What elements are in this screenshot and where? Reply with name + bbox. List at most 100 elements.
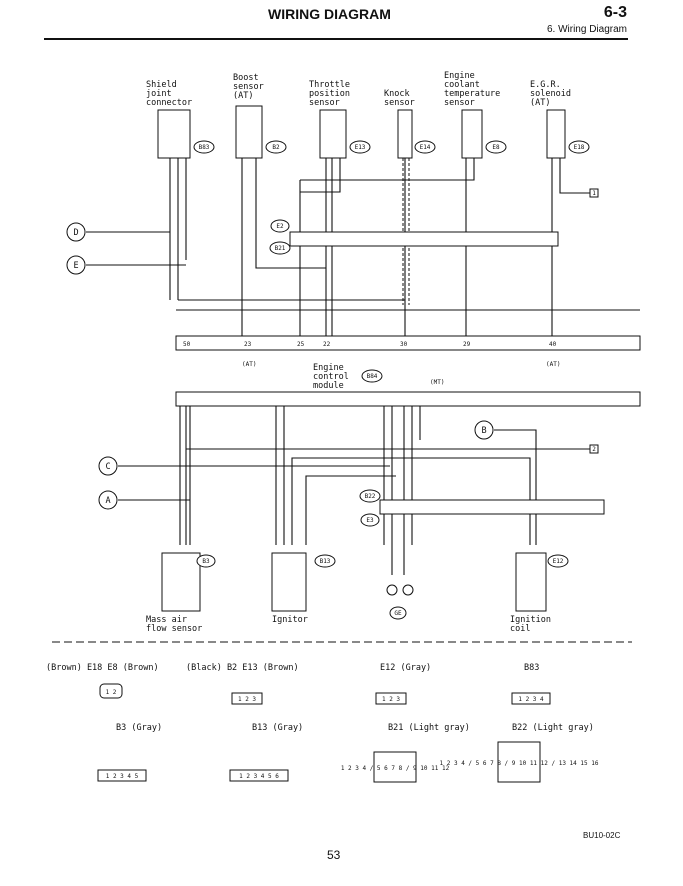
pins-b83: 1 2 3 4 [518,696,544,703]
connector-ge: GE [389,606,407,620]
page-number: 53 [327,848,341,862]
face-e12 [375,692,407,705]
knock-sensor-body [397,109,413,159]
connector-e14: E14 [414,140,436,154]
connector-bar-e2-b21 [289,231,559,247]
legend-b2-e13: (Black) B2 E13 (Brown) [186,663,299,673]
shield-connector-body [157,109,191,159]
connector-b84: B84 [361,369,383,383]
figure-code: BU10-02C [583,831,621,840]
ecm-pin-29: 29 [463,341,471,348]
shield-wires [169,158,187,300]
ref-d-e-wires [86,231,186,266]
svg-text:E18: E18 [574,144,585,151]
connector-e2: E2 [270,219,290,233]
svg-text:E14: E14 [420,144,431,151]
label-egr-solenoid: E.G.R.solenoid(AT) [530,80,571,108]
boost-sensor-body [235,105,263,159]
ecm-pin-23: 23 [244,341,252,348]
pins-b3: 1 2 3 4 5 [106,773,139,780]
face-b13 [229,769,289,782]
legend-b13: B13 (Gray) [252,723,303,733]
ref-c-a-wires [118,465,390,501]
connector-b2: B2 [265,140,287,154]
ecm-connector-lower [175,391,641,407]
ignitor-wires [275,406,285,545]
svg-text:E2: E2 [276,223,284,230]
ecm-pin-30: 30 [400,341,408,348]
legend-e12: E12 (Gray) [380,663,431,673]
svg-text:B83: B83 [199,144,210,151]
offpage-ref-d[interactable]: D [66,222,86,242]
svg-text:A: A [105,496,110,506]
connector-b21: B21 [269,241,291,255]
face-b3 [97,769,147,782]
svg-text:E3: E3 [366,517,374,524]
offpage-ref-1[interactable]: 1 [589,188,599,198]
face-b2-e13 [231,692,263,705]
connector-e8: E8 [485,140,507,154]
face-b22 [497,741,541,783]
header-rule [44,38,628,40]
legend-b21: B21 (Light gray) [388,723,470,733]
throttle-wires [300,158,341,340]
offpage-ref-c[interactable]: C [98,456,118,476]
maf-wires [179,406,191,545]
ecm-pin-40: 40 [549,341,557,348]
ecm-pin-22: 22 [323,341,331,348]
connector-e18: E18 [568,140,590,154]
section-number: 6-3 [603,4,627,21]
throttle-sensor-body [319,109,347,159]
connector-b83: B83 [193,140,215,154]
svg-text:D: D [73,228,78,238]
ignitor-body [271,552,307,612]
ecm-tag-at-1: (AT) [242,361,256,368]
ignitor-feed-wire [305,475,396,545]
face-b21 [373,751,417,783]
svg-text:E8: E8 [492,144,500,151]
offpage-ref-2[interactable]: 2 [589,444,599,454]
legend-e18-e8: (Brown) E18 E8 (Brown) [46,663,159,673]
connector-e12: E12 [547,554,569,568]
pins-b2-e13: 1 2 3 [238,696,256,703]
svg-text:B21: B21 [275,245,286,252]
ecm-pin-25: 25 [297,341,305,348]
label-ignitor: Ignitor [272,615,308,625]
svg-text:B3: B3 [202,558,210,565]
svg-text:E12: E12 [553,558,564,565]
ecm-connector-upper [175,335,641,351]
ground-leads [391,545,405,575]
connector-b3: B3 [196,554,216,568]
maf-sensor-body [161,552,201,612]
svg-text:GE: GE [394,610,402,617]
svg-text:E: E [73,261,78,271]
egr-solenoid-body [546,109,566,159]
connector-bar-b22-e3 [379,499,605,515]
page-title: WIRING DIAGRAM [268,6,391,22]
legend-b22: B22 (Light gray) [512,723,594,733]
svg-text:B2: B2 [272,144,280,151]
svg-text:1: 1 [592,190,596,197]
connector-b22: B22 [359,489,381,503]
svg-text:2: 2 [592,446,596,453]
offpage-ref-e[interactable]: E [66,255,86,275]
svg-text:B22: B22 [365,493,376,500]
face-b83 [511,692,551,705]
pins-b22: 1 2 3 4 / 5 6 7 8 / 9 10 11 12 / 13 14 1… [440,760,599,767]
offpage-ref-b[interactable]: B [474,420,494,440]
offpage-ref-a[interactable]: A [98,490,118,510]
section-subtitle: 6. Wiring Diagram [546,24,627,35]
ecm-tag-mt: (MT) [430,379,444,386]
legend-b3: B3 (Gray) [116,723,162,733]
face-e18-e8 [99,683,123,699]
svg-text:B: B [481,426,486,436]
svg-text:C: C [105,462,110,472]
